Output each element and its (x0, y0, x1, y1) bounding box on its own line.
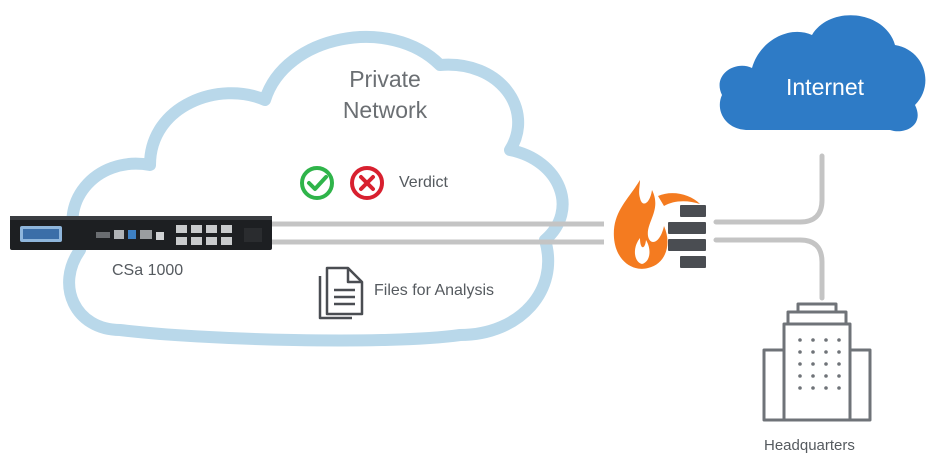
private-network-cloud (63, 30, 569, 347)
files-for-analysis-label: Files for Analysis (374, 282, 495, 299)
device-firewall-links (272, 221, 604, 245)
headquarters-building-icon (762, 302, 872, 422)
verdict-label: Verdict (399, 174, 448, 191)
private-network-line1: Private (349, 66, 421, 92)
device-label: CSa 1000 (112, 262, 184, 279)
private-network-label: Private Network (300, 64, 470, 126)
internet-cloud (719, 15, 926, 132)
firewall-connectors (713, 153, 825, 301)
headquarters-label: Headquarters (764, 437, 855, 454)
csa-1000-appliance (10, 216, 272, 250)
private-network-line2: Network (342, 97, 428, 123)
check-circle-icon (300, 166, 334, 200)
firewall-icon (613, 180, 706, 269)
documents-icon (318, 266, 364, 320)
x-circle-icon (350, 166, 384, 200)
flame-icon (613, 180, 668, 269)
internet-label: Internet (786, 74, 864, 100)
